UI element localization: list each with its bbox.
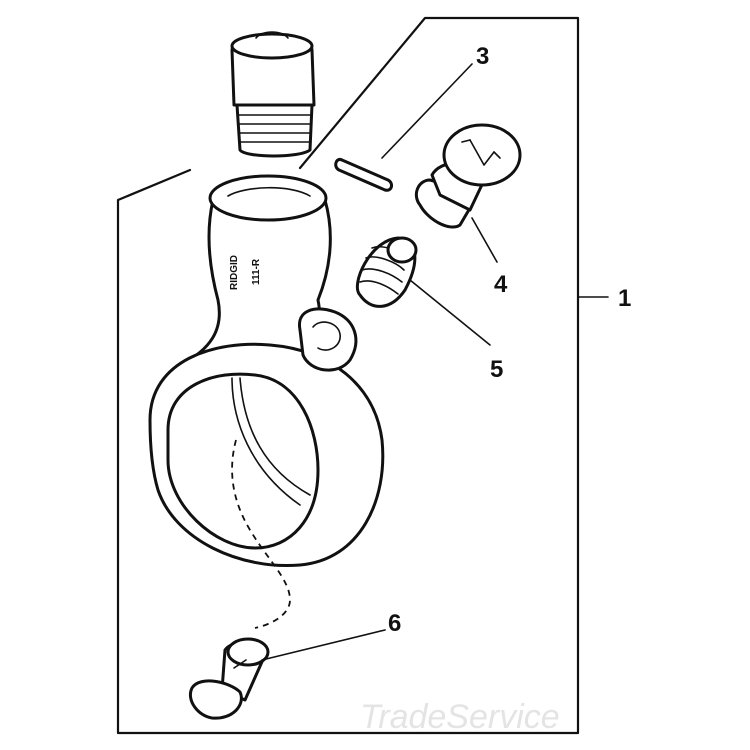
callout-4: 4 (494, 271, 508, 298)
callout-3: 3 (476, 43, 489, 70)
stamp-code: 111-R (251, 258, 262, 285)
leader-5 (409, 279, 491, 346)
leader-lines (261, 63, 609, 661)
callout-labels: 1 3 4 5 6 (388, 43, 631, 637)
callout-6: 6 (388, 610, 401, 637)
leader-4 (471, 217, 498, 263)
callout-5: 5 (490, 356, 503, 383)
part-3-pin (334, 157, 394, 192)
assembly-bracket (116, 16, 580, 735)
stamp-brand: RIDGID (229, 255, 240, 290)
leader-3 (381, 63, 473, 159)
housing-stamp: RIDGID 111-R (229, 255, 262, 290)
part-6-ejector-pin (189, 637, 270, 720)
part-5-spring (355, 236, 418, 308)
die-head-housing (148, 174, 385, 629)
threaded-insert (230, 31, 316, 158)
part-4-plunger (414, 123, 522, 229)
watermark: TradeService (360, 698, 560, 736)
callout-1: 1 (618, 285, 631, 312)
leader-6 (261, 629, 386, 661)
